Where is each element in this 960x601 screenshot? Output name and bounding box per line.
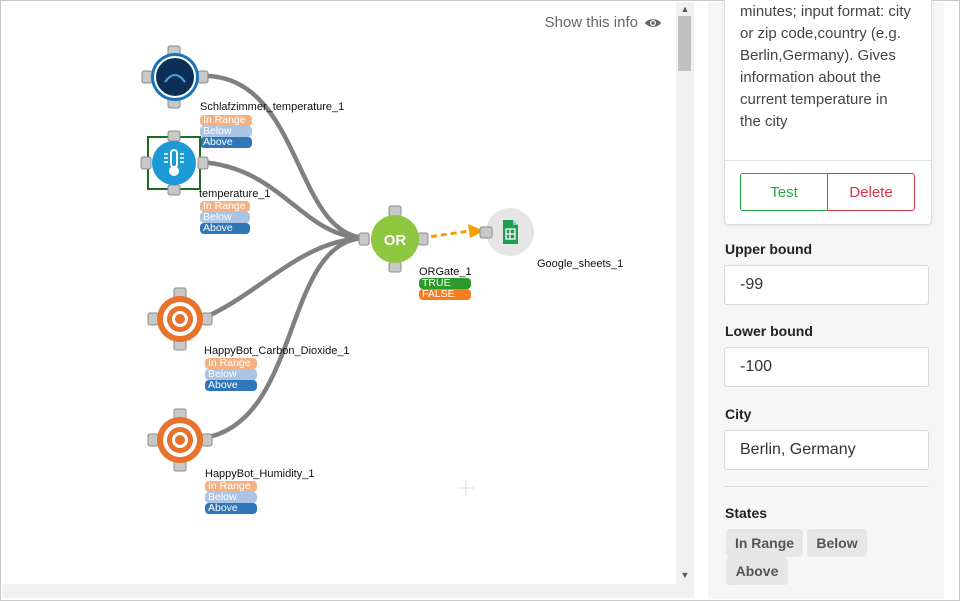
lower-bound-label: Lower bound bbox=[725, 323, 813, 339]
states-label: States bbox=[725, 505, 768, 521]
description-line: minutes; input format: city bbox=[740, 3, 911, 20]
node-label-orgate: ORGate_1 bbox=[419, 266, 472, 278]
node-description: minutes; input format: city or zip code,… bbox=[740, 1, 926, 133]
wire-co2-or bbox=[203, 235, 365, 321]
state-pill-below: Below bbox=[205, 492, 257, 503]
delete-button[interactable]: Delete bbox=[828, 173, 915, 211]
state-pill-below: Below bbox=[200, 212, 250, 223]
state-pill-below: Below bbox=[205, 369, 257, 380]
connection-wires bbox=[199, 73, 484, 441]
flow-canvas[interactable]: Show this info Schlafzimmer_temperature_… bbox=[2, 2, 676, 584]
or-gate-glyph: OR bbox=[384, 232, 407, 249]
test-button[interactable]: Test bbox=[740, 173, 828, 211]
wire-temperature-or bbox=[199, 159, 365, 241]
node-label-humidity: HappyBot_Humidity_1 bbox=[205, 468, 315, 480]
upper-bound-label: Upper bound bbox=[725, 241, 813, 257]
state-pill-false: FALSE bbox=[419, 289, 471, 300]
target-icon[interactable] bbox=[145, 286, 215, 352]
node-label-co2: HappyBot_Carbon_Dioxide_1 bbox=[204, 345, 350, 357]
scroll-down-arrow-icon[interactable]: ▼ bbox=[680, 570, 690, 580]
state-pill-in-range: In Range bbox=[200, 115, 252, 126]
node-label-schlafzimmer: Schlafzimmer_temperature_1 bbox=[200, 101, 345, 113]
target-icon[interactable] bbox=[145, 407, 215, 473]
state-pill-in-range: In Range bbox=[200, 201, 250, 212]
description-line: or zip code,country (e.g. bbox=[740, 25, 901, 42]
state-button-above[interactable]: Above bbox=[726, 557, 788, 585]
state-pill-true: TRUE bbox=[419, 278, 471, 289]
node-info-card: minutes; input format: city or zip code,… bbox=[724, 0, 932, 225]
description-line: the city bbox=[740, 113, 788, 130]
dashed-arrow-line bbox=[420, 229, 471, 240]
upper-bound-input[interactable]: -99 bbox=[724, 265, 929, 305]
panel-margin bbox=[944, 2, 958, 599]
description-line: Berlin,Germany). Gives bbox=[740, 47, 896, 64]
lower-bound-input[interactable]: -100 bbox=[724, 347, 929, 387]
node-label-sheets: Google_sheets_1 bbox=[537, 258, 624, 270]
scrollbar-thumb[interactable] bbox=[678, 16, 691, 71]
card-divider bbox=[725, 160, 931, 161]
state-pill-above: Above bbox=[200, 137, 252, 148]
show-info-label: Show this info bbox=[544, 14, 638, 31]
description-line: information about the bbox=[740, 69, 881, 86]
description-line: current temperature in bbox=[740, 91, 888, 108]
city-input[interactable]: Berlin, Germany bbox=[724, 430, 929, 470]
weather-station-icon[interactable] bbox=[140, 44, 210, 110]
crosshair-icon bbox=[458, 480, 474, 496]
canvas-vertical-scrollbar[interactable]: ▲ ▼ bbox=[676, 2, 694, 584]
state-pill-in-range: In Range bbox=[205, 358, 257, 369]
show-info-toggle[interactable]: Show this info bbox=[545, 14, 662, 31]
canvas-horizontal-scrollbar[interactable] bbox=[2, 584, 694, 598]
state-pill-below: Below bbox=[200, 126, 252, 137]
node-label-temperature: temperature_1 bbox=[199, 188, 271, 200]
eye-icon bbox=[645, 18, 661, 27]
thermometer-icon[interactable] bbox=[140, 130, 210, 196]
scroll-up-arrow-icon[interactable]: ▲ bbox=[680, 4, 690, 14]
state-button-in-range[interactable]: In Range bbox=[726, 529, 803, 557]
card-actions: Test Delete bbox=[740, 173, 915, 211]
arrow-head-icon bbox=[468, 224, 484, 238]
wire-schlafzimmer-or bbox=[199, 73, 365, 241]
state-pill-above: Above bbox=[200, 223, 250, 234]
state-pill-above: Above bbox=[205, 380, 257, 391]
wire-humidity-or bbox=[203, 235, 365, 441]
google-sheets-icon[interactable] bbox=[478, 207, 540, 261]
section-divider bbox=[724, 486, 929, 487]
state-pill-above: Above bbox=[205, 503, 257, 514]
state-pill-in-range: In Range bbox=[205, 481, 257, 492]
city-label: City bbox=[725, 406, 752, 422]
or-gate-node[interactable]: OR bbox=[358, 205, 430, 273]
state-button-below[interactable]: Below bbox=[807, 529, 867, 557]
